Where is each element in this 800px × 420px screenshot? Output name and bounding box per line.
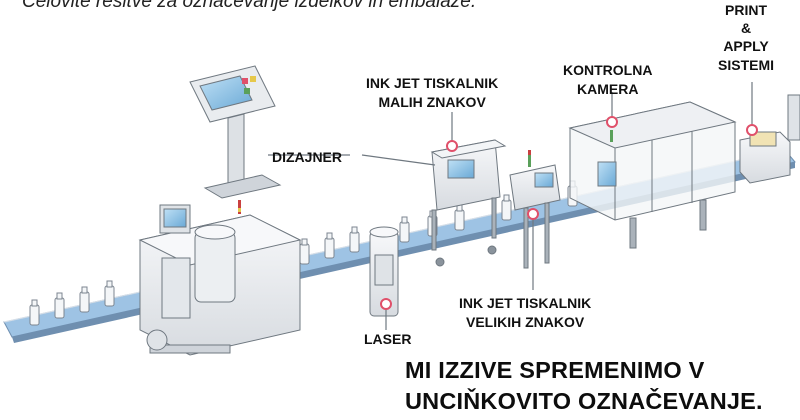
marker-inkjet-large [527,208,539,220]
label-line: INK JET TISKALNIK [366,75,499,91]
bottle [349,226,360,253]
label-line: SISTEMI [718,56,775,73]
slogan: MI IZZIVE SPREMENIMO V UNCIŇKOVITO OZNAČ… [405,355,763,418]
marker-camera [606,116,618,128]
markers [380,116,758,310]
label-inkjet-small: INK JET TISKALNIK MALIH ZNAKOV [366,74,498,112]
label-line: PRINT [725,2,767,18]
bottle [454,204,465,231]
marker-print-apply [746,124,758,136]
slogan-line: UNCIŇKOVITO OZNAČEVANJE. [405,388,763,415]
tagline: Celovite rešitve za označevanje izdelkov… [22,0,477,12]
bottle [324,232,335,259]
slogan-line: MI IZZIVE SPREMENIMO V [405,357,705,383]
camera-cabinet [568,101,737,249]
small-inkjet-printer [430,139,507,267]
bottle [104,280,115,307]
designer-terminal [189,65,282,199]
label-line: APPLY [723,38,769,55]
label-print-apply: PRINT & APPLY SISTEMI [718,1,774,74]
label-line: & [740,20,752,37]
bottle [399,216,410,243]
large-inkjet-printer [509,150,561,269]
bottle [29,299,40,326]
leader-lines [268,82,753,330]
label-dizajner: DIZAJNER [272,149,343,165]
bottle [54,292,65,319]
machine-screen [163,208,187,228]
bottle [299,238,310,265]
marker-inkjet-small [446,140,458,152]
print-apply-machine [739,94,800,184]
laser-unit [369,226,399,317]
label-line: KAMERA [576,80,639,97]
label-line: KONTROLNA [563,62,653,78]
label-camera: KONTROLNA KAMERA [563,61,652,99]
label-line: MALIH ZNAKOV [378,93,486,110]
label-line: VELIKIH ZNAKOV [466,313,585,330]
dizajner-leader [361,154,436,166]
filling-machine [138,200,302,356]
label-line: INK JET TISKALNIK [459,295,592,311]
bottle [79,286,90,313]
label-inkjet-large: INK JET TISKALNIK VELIKIH ZNAKOV [459,294,591,332]
label-laser: LASER [364,331,412,347]
marker-laser [380,298,392,310]
bottle [501,194,512,221]
terminal-screen [199,75,253,111]
